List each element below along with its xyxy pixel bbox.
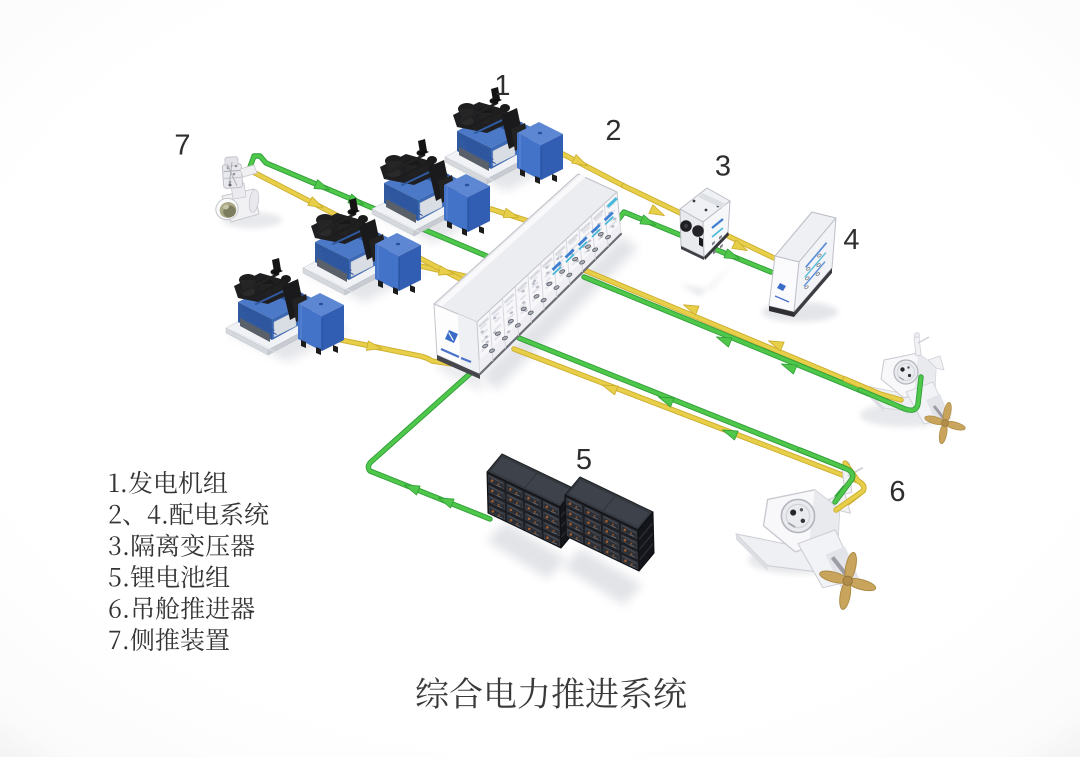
svg-text:5: 5 (576, 444, 592, 476)
svg-text:1: 1 (494, 70, 510, 102)
svg-text:6: 6 (889, 476, 905, 508)
svg-text:3: 3 (715, 151, 731, 183)
svg-text:7: 7 (174, 130, 190, 162)
svg-text:4: 4 (843, 224, 859, 256)
svg-text:2: 2 (605, 115, 621, 147)
